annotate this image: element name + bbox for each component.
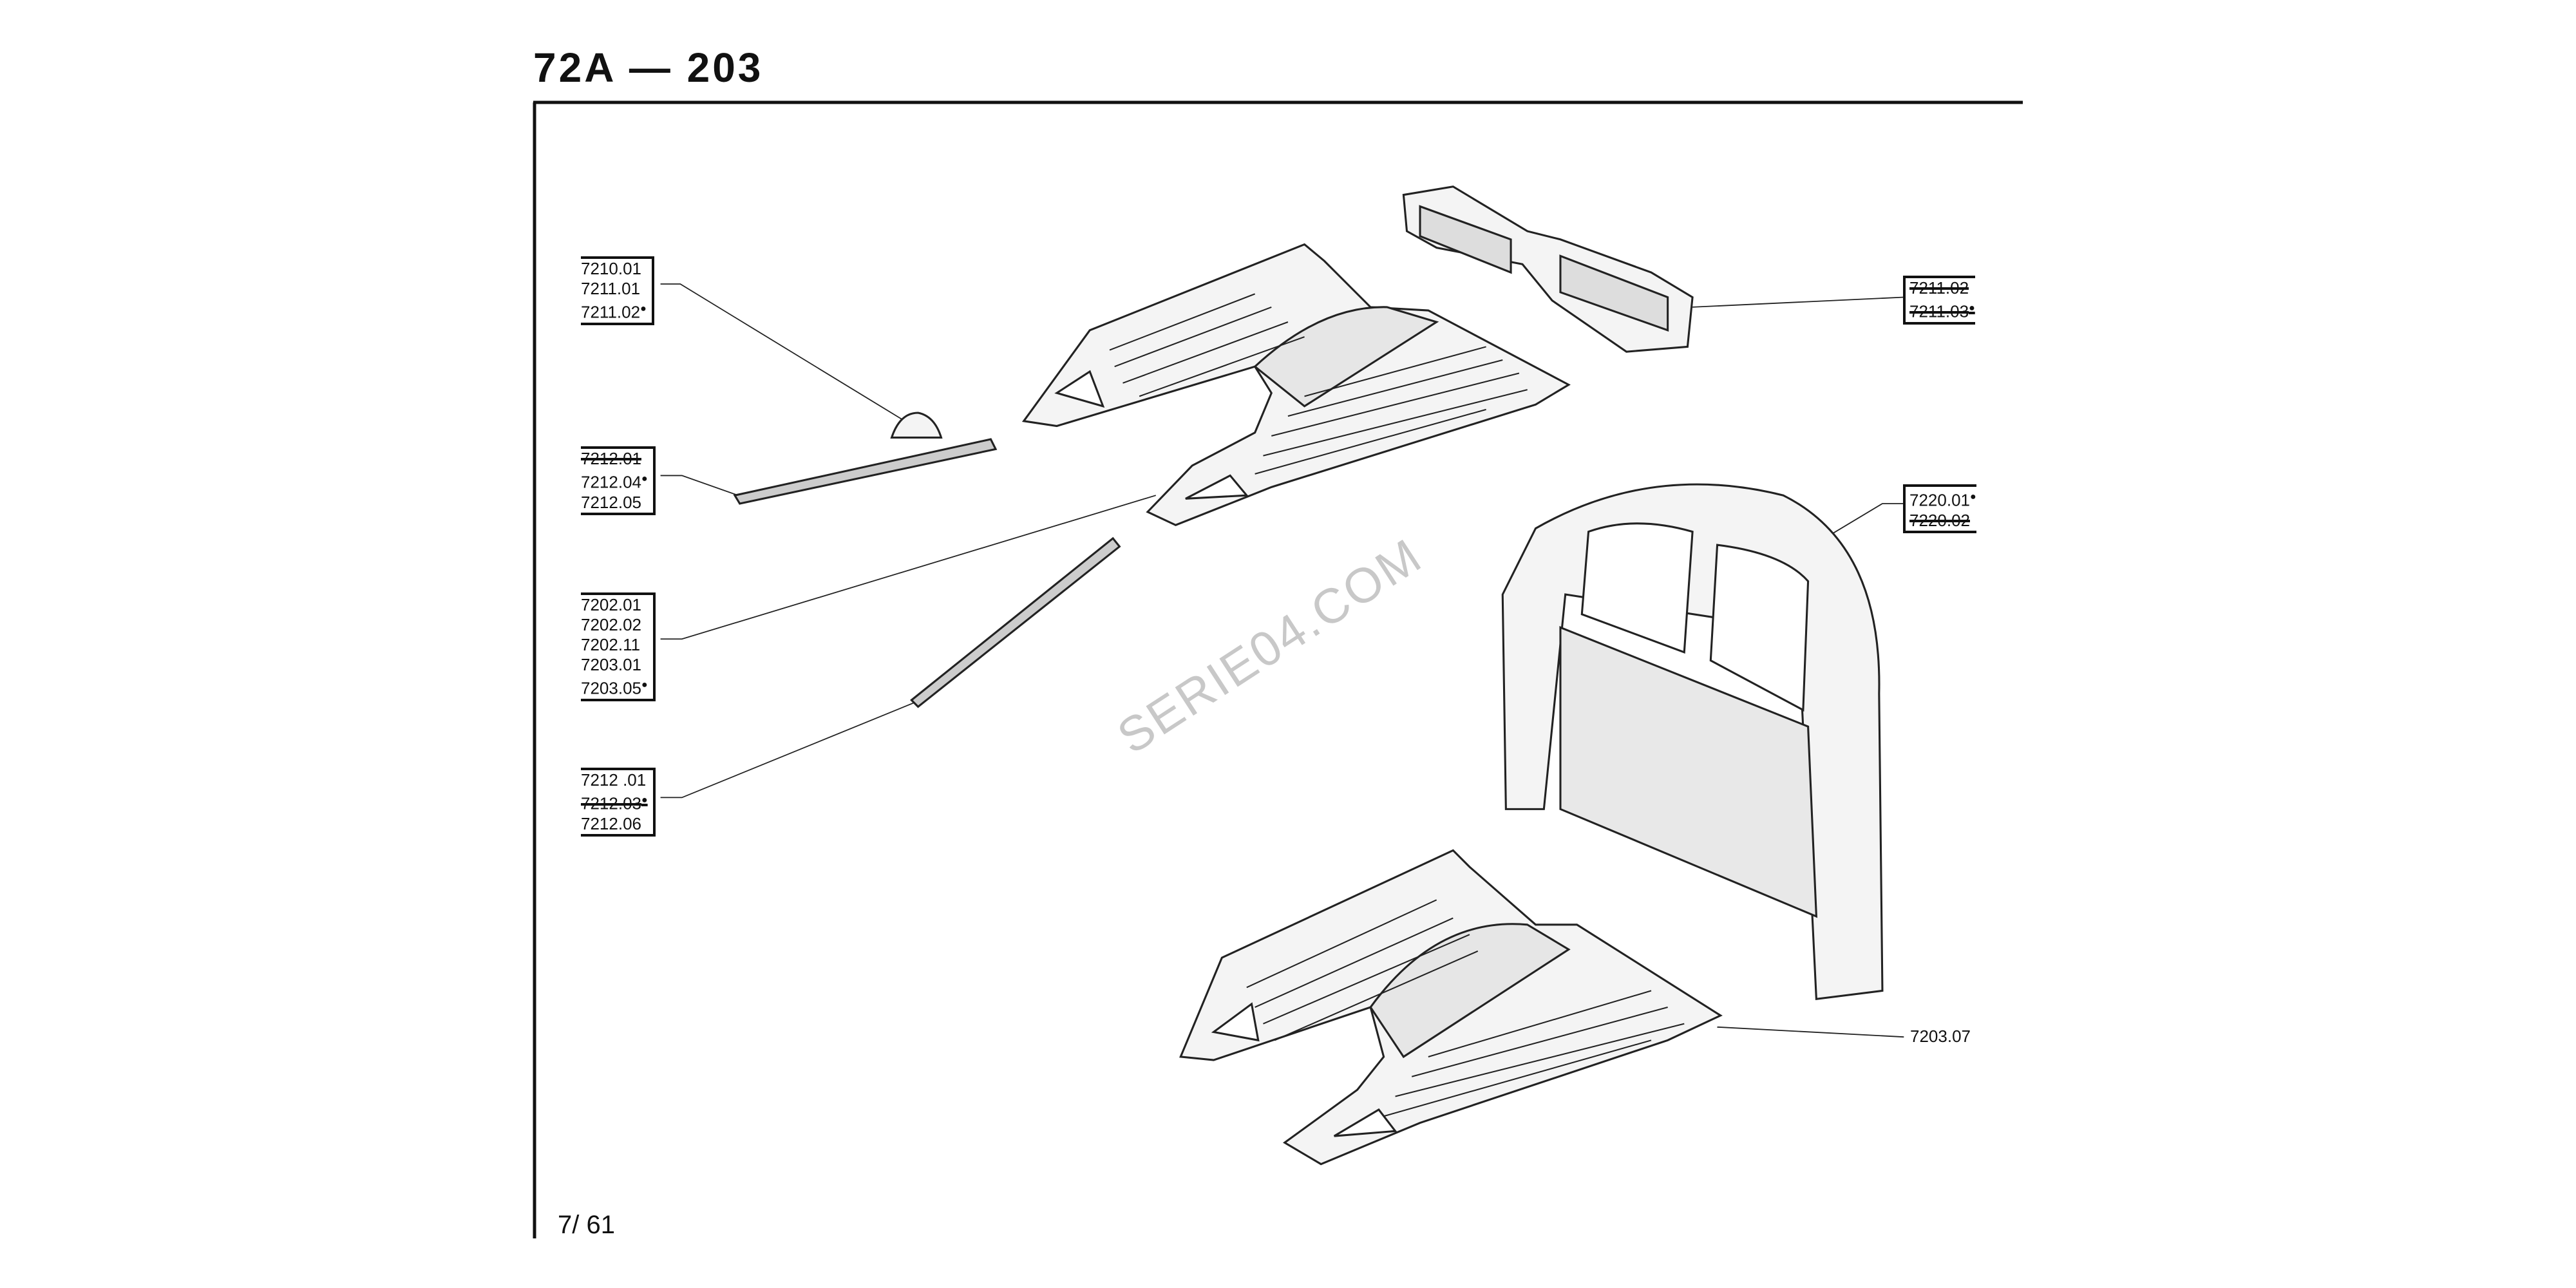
rail-lower [910, 536, 1121, 708]
part-number: 7212 .01 [581, 770, 647, 790]
callout-group-7202: 7202.01 7202.02 7202.11 7203.01 7203.05 [581, 592, 656, 701]
page-number: 7/ 61 [558, 1211, 615, 1239]
part-number-superseded: 7211.03 [1909, 298, 1975, 322]
part-number: 7202.01 [581, 595, 641, 614]
crossmember-bracket [1402, 185, 1694, 353]
callout-group-7212-a: 7212.01 7212.04 7212.05 [581, 446, 656, 515]
rail-upper [733, 438, 998, 505]
part-number: 7220.01 [1909, 487, 1976, 511]
part-number: 7211.01 [581, 279, 641, 298]
part-number: 7203.05 [581, 675, 648, 699]
part-number-superseded: 7212.03 [581, 790, 648, 814]
part-number-superseded: 7211.02 [1909, 278, 1969, 298]
part-number: 7202.02 [581, 615, 641, 634]
clip-part [890, 412, 943, 439]
leader-lines [660, 283, 1904, 1038]
cab-partition [1501, 483, 1884, 1000]
part-number: 7203.01 [581, 655, 641, 674]
part-number: 7212.06 [581, 813, 641, 833]
part-number: 7202.11 [581, 635, 641, 654]
part-number: 7211.02 [581, 299, 647, 323]
callout-group-7211: 7211.02 7211.03 [1903, 276, 1975, 325]
part-number: 7212.05 [581, 492, 641, 512]
callout-group-7220: 7220.01 7220.02 [1903, 484, 1976, 533]
page-title: 72A — 203 [533, 44, 764, 91]
part-number: 7212.04 [581, 469, 648, 493]
part-number-superseded: 7220.02 [1909, 510, 1970, 530]
part-number: 7210.01 [581, 259, 641, 278]
callout-group-7210: 7210.01 7211.01 7211.02 [581, 256, 654, 325]
rear-floor-lower [1179, 849, 1723, 1166]
callout-7203-07: 7203.07 [1910, 1027, 1971, 1046]
callout-group-7212-b: 7212 .01 7212.03 7212.06 [581, 768, 656, 837]
rear-floor-upper [1021, 243, 1571, 527]
part-number-superseded: 7212.01 [581, 449, 641, 468]
